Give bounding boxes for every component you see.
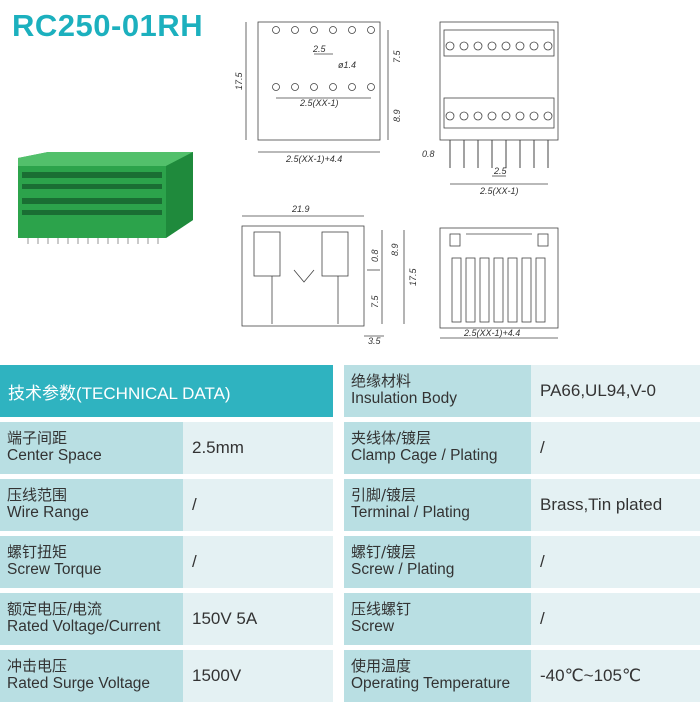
property-label: 引脚/镀层 Terminal / Plating: [344, 479, 531, 531]
property-label: 压线范围 Wire Range: [0, 479, 183, 531]
dim-height: 17.5: [234, 71, 244, 90]
property-value: /: [531, 422, 700, 474]
property-label: 绝缘材料 Insulation Body: [344, 365, 531, 417]
property-label: 冲击电压 Rated Surge Voltage: [0, 650, 183, 702]
property-label: 使用温度 Operating Temperature: [344, 650, 531, 702]
top-view-drawing: 0.8 2.5 2.5(XX-1): [422, 21, 559, 196]
property-value: /: [183, 479, 333, 531]
property-value: /: [531, 593, 700, 645]
table-row: 额定电压/电流 Rated Voltage/Current 150V 5A 压线…: [0, 593, 700, 645]
dim-21-9: 21.9: [291, 204, 310, 214]
property-label: 压线螺钉 Screw: [344, 593, 531, 645]
dim-pitch-n: 2.5(XX-1): [479, 186, 519, 196]
property-label: 夹线体/镀层 Clamp Cage / Plating: [344, 422, 531, 474]
table-header: 技术参数(TECHNICAL DATA): [0, 365, 333, 417]
table-row: 端子间距 Center Space 2.5mm 夹线体/镀层 Clamp Cag…: [0, 422, 700, 474]
dim-7-5: 7.5: [392, 49, 402, 63]
property-value: /: [183, 536, 333, 588]
dim-pitch-n: 2.5(XX-1): [299, 98, 339, 108]
property-label: 螺钉扭矩 Screw Torque: [0, 536, 183, 588]
dim-8-9: 8.9: [392, 109, 402, 122]
property-value: 2.5mm: [183, 422, 333, 474]
property-value: 150V 5A: [183, 593, 333, 645]
property-label: 额定电压/电流 Rated Voltage/Current: [0, 593, 183, 645]
table-row: 冲击电压 Rated Surge Voltage 1500V 使用温度 Oper…: [0, 650, 700, 702]
table-row: 压线范围 Wire Range / 引脚/镀层 Terminal / Plati…: [0, 479, 700, 531]
property-label: 螺钉/镀层 Screw / Plating: [344, 536, 531, 588]
property-value: Brass,Tin plated: [531, 479, 700, 531]
table-row: 技术参数(TECHNICAL DATA) 绝缘材料 Insulation Bod…: [0, 365, 700, 417]
property-label: 端子间距 Center Space: [0, 422, 183, 474]
dim-7-5: 7.5: [370, 294, 380, 308]
property-value: -40℃~105℃: [531, 650, 700, 702]
dim-0-8: 0.8: [370, 249, 380, 262]
front-view-drawing: 2.5(XX-1)+4.4: [439, 227, 559, 339]
dim-width: 2.5(XX-1)+4.4: [285, 154, 342, 164]
dim-8-9: 8.9: [390, 243, 400, 256]
product-image: [18, 152, 193, 244]
property-value: /: [531, 536, 700, 588]
side-section-drawing: 21.9 0.8 8.9 17.5 7.5 3.5: [241, 204, 418, 345]
dim-pitch: 2.5: [493, 166, 508, 176]
dim-pitch: 2.5: [312, 44, 327, 54]
product-title: RC250-01RH: [12, 8, 204, 43]
dim-0-8: 0.8: [422, 149, 435, 159]
dim-hole: ø1.4: [338, 60, 356, 70]
property-value: PA66,UL94,V-0: [531, 365, 700, 417]
property-value: 1500V: [183, 650, 333, 702]
footprint-drawing: 17.5 2.5 ø1.4 2.5(XX-1) 2.5(XX-1)+4.4 7.…: [234, 21, 402, 164]
dim-3-5: 3.5: [368, 336, 382, 345]
table-row: 螺钉扭矩 Screw Torque / 螺钉/镀层 Screw / Platin…: [0, 536, 700, 588]
dim-width: 2.5(XX-1)+4.4: [463, 328, 520, 338]
dim-17-5: 17.5: [408, 267, 418, 286]
